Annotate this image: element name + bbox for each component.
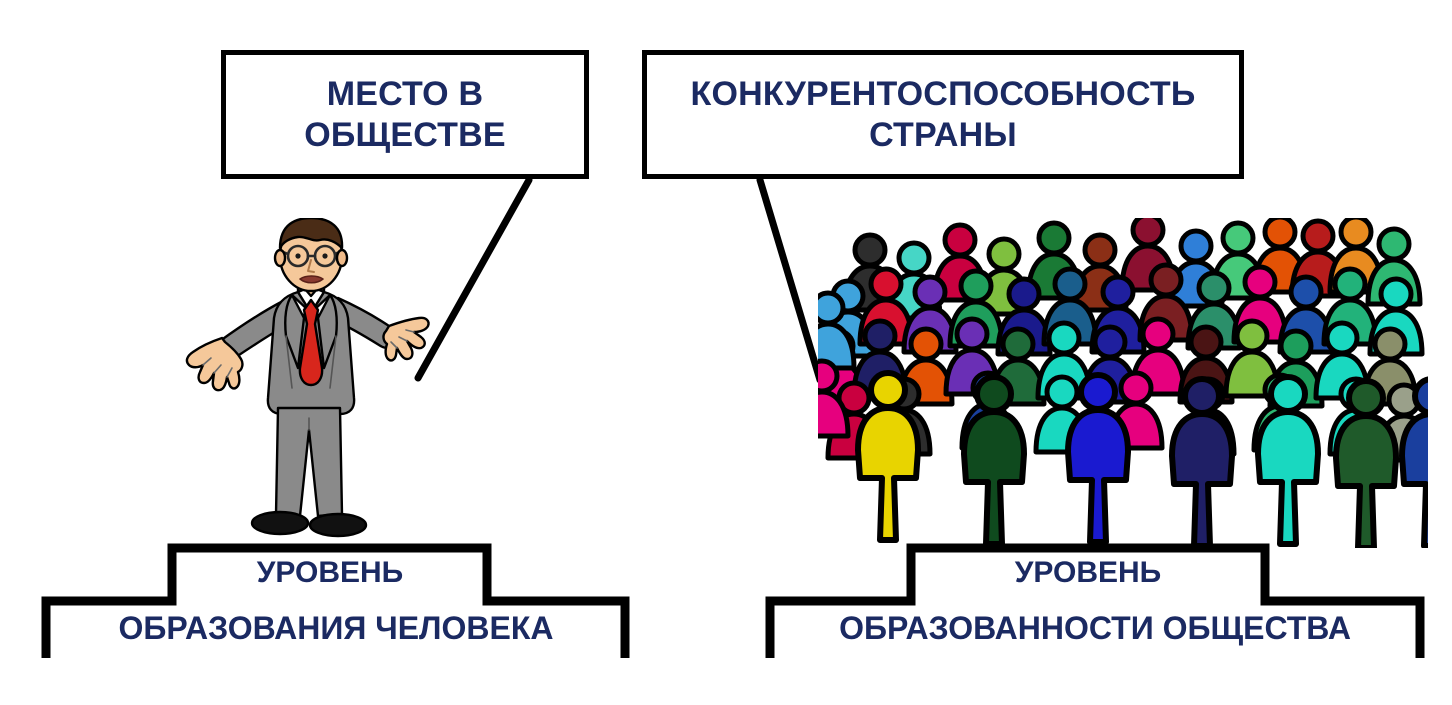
businessman-lapel-left — [284, 293, 306, 370]
businessman-tie — [298, 298, 324, 387]
bracket-label-person-education-line1: УРОВЕНЬ — [256, 556, 404, 589]
bracket-label-society-education-line2: ОБРАЗОВАННОСТИ ОБЩЕСТВА — [839, 610, 1351, 646]
concept-box-country-competitiveness: КОНКУРЕНТОСПОСОБНОСТЬ СТРАНЫ — [642, 50, 1244, 179]
bracket-person-education — [41, 543, 630, 658]
bracket-society-education-path — [765, 543, 1425, 658]
businessman-eye-left — [295, 253, 301, 259]
concept-box-place-in-society-label: МЕСТО В ОБЩЕСТВЕ — [304, 75, 506, 154]
businessman-shoe-left — [250, 510, 310, 536]
connector-line-place — [414, 176, 533, 382]
businessman-shoe-right — [308, 512, 368, 538]
businessman-hair — [278, 218, 344, 250]
bracket-label-society-education-line1: УРОВЕНЬ — [1014, 556, 1162, 589]
concept-box-place-in-society: МЕСТО В ОБЩЕСТВЕ — [221, 50, 589, 179]
businessman-right-hand — [382, 316, 430, 362]
businessman-lapel-right — [316, 293, 338, 370]
businessman-ear-left — [273, 248, 287, 268]
connector-line-competitiveness — [756, 176, 824, 384]
bracket-society-education — [765, 543, 1425, 658]
businessman-left-hand — [185, 336, 244, 392]
crowd-illustration — [818, 218, 1428, 548]
businessman-ear-right — [335, 248, 349, 268]
businessman-eye-right — [322, 253, 328, 259]
businessman-mouth — [299, 275, 324, 284]
businessman-illustration — [185, 218, 430, 538]
bracket-label-person-education-line2: ОБРАЗОВАНИЯ ЧЕЛОВЕКА — [118, 610, 554, 646]
bracket-person-education-path — [41, 543, 630, 658]
concept-box-country-competitiveness-label: КОНКУРЕНТОСПОСОБНОСТЬ СТРАНЫ — [690, 75, 1196, 154]
businessman-nose — [307, 259, 315, 273]
